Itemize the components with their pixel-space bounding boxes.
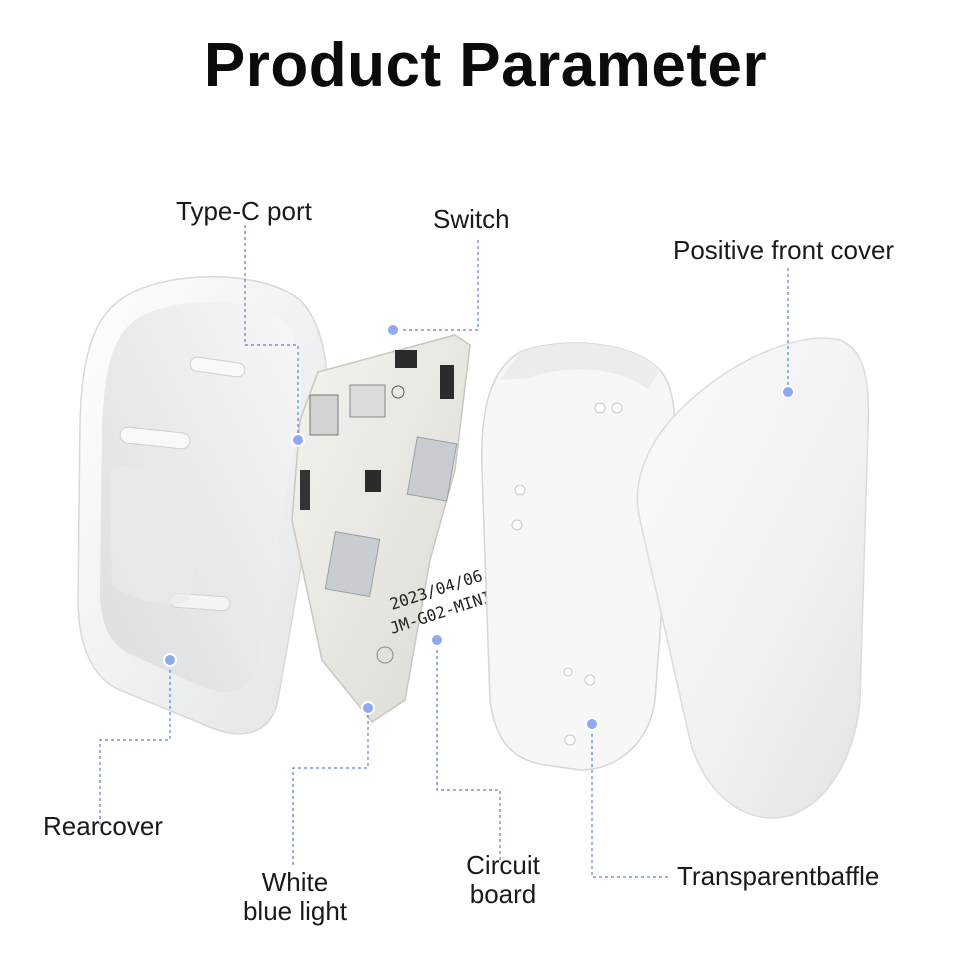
label-rearcover: Rearcover	[43, 811, 163, 841]
marker-transparent-baffle	[585, 717, 599, 731]
marker-type-c-port	[291, 433, 305, 447]
positive-front-cover	[636, 337, 870, 819]
marker-circuit-board	[430, 633, 444, 647]
leader-white-blue-light	[292, 708, 369, 865]
leader-transparent-baffle	[591, 724, 668, 878]
marker-front-cover	[781, 385, 795, 399]
rear-cover	[77, 276, 329, 735]
label-circuit-board-line1: Circuit	[466, 850, 540, 880]
label-white-blue-light-line1: White	[261, 867, 329, 897]
transparent-baffle	[481, 342, 676, 771]
label-circuit-board: Circuit board	[448, 851, 558, 909]
label-type-c-port: Type-C port	[176, 196, 312, 226]
marker-rearcover	[163, 653, 177, 667]
marker-dots	[163, 323, 795, 731]
label-white-blue-light: White blue light	[225, 868, 365, 926]
label-transparent-baffle: Transparentbaffle	[677, 861, 880, 891]
label-circuit-board-line2: board	[469, 879, 537, 909]
leader-lines	[99, 225, 789, 878]
circuit-board: 2023/04/06 JM-G02-MINI	[291, 334, 494, 724]
page-title: Product Parameter	[203, 31, 768, 100]
marker-white-blue-light	[361, 701, 375, 715]
marker-switch	[386, 323, 400, 337]
label-switch: Switch	[433, 204, 510, 234]
leader-type-c-port	[244, 225, 299, 440]
leader-switch	[393, 240, 479, 331]
leader-rearcover	[99, 660, 171, 825]
label-white-blue-light-line2: blue light	[242, 896, 348, 926]
label-positive-front-cover: Positive front cover	[673, 235, 895, 265]
